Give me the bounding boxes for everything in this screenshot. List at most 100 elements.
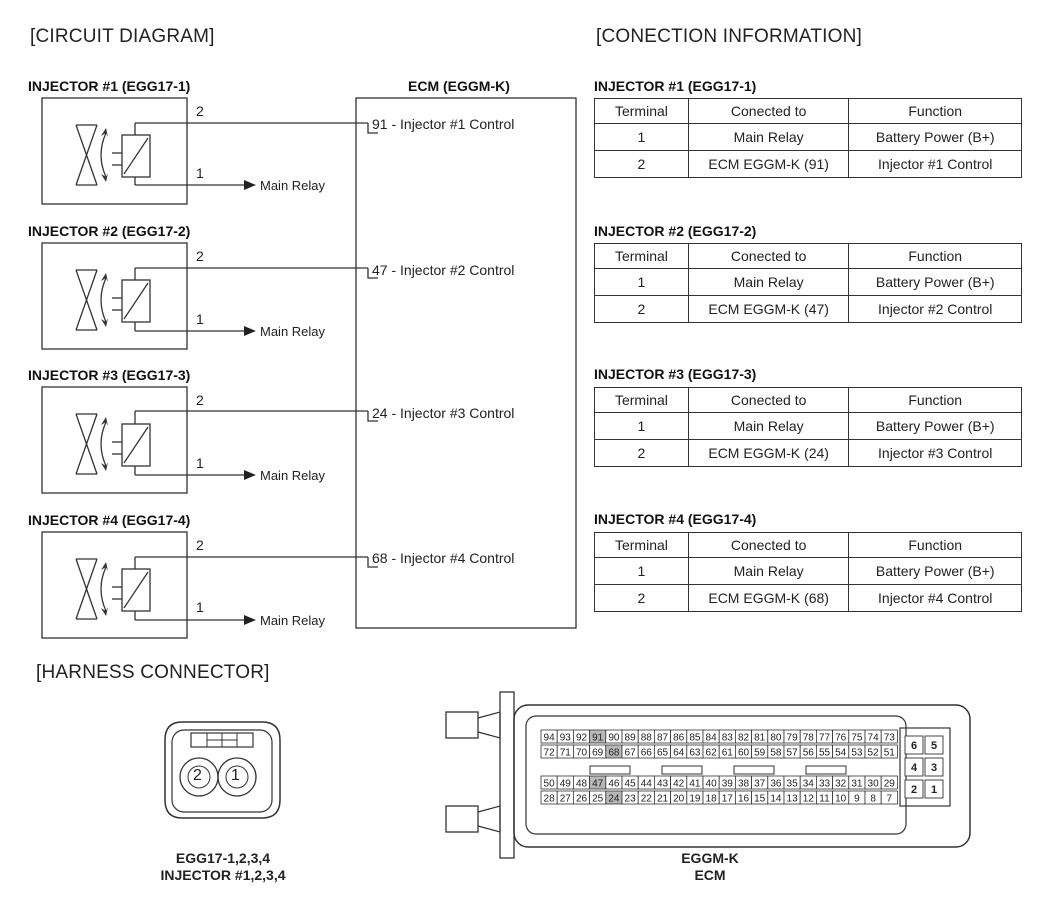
inj3-main-relay: Main Relay bbox=[260, 468, 326, 483]
ecm-pin-number: 55 bbox=[819, 748, 831, 759]
cell-connected-to: ECM EGGM-K (68) bbox=[687, 584, 850, 612]
ecm-pin-number: 91 bbox=[592, 733, 604, 744]
cell-function: Battery Power (B+) bbox=[848, 268, 1022, 296]
ecm-pin-number: 38 bbox=[738, 779, 750, 790]
ecm-pin-number: 61 bbox=[722, 748, 734, 759]
injector-2-title: INJECTOR #2 (EGG17-2) bbox=[28, 223, 191, 239]
ecm-pin-number: 50 bbox=[544, 779, 556, 790]
ecm-pin-number: 20 bbox=[673, 794, 685, 805]
inj4-pin-top: 2 bbox=[196, 537, 204, 553]
cell-function: Battery Power (B+) bbox=[848, 412, 1022, 440]
ecm-pin-number: 29 bbox=[884, 779, 896, 790]
ecm-pin-number: 18 bbox=[706, 794, 718, 805]
harness-pin-1: 1 bbox=[231, 767, 240, 784]
ecm-pin-number: 9 bbox=[854, 794, 860, 805]
ecm-label: ECM (EGGM-K) bbox=[408, 78, 510, 94]
ecm-pin-number: 36 bbox=[770, 779, 782, 790]
ecm-connector-name: ECM bbox=[694, 867, 726, 883]
ecm-pin-number: 79 bbox=[787, 733, 799, 744]
ecm-pin-number: 76 bbox=[835, 733, 847, 744]
ecm-pin-number: 40 bbox=[706, 779, 718, 790]
ecm-pin-number: 94 bbox=[544, 733, 556, 744]
header-function: Function bbox=[848, 387, 1022, 413]
ecm-pin-number: 59 bbox=[754, 748, 766, 759]
ecm-pin-number: 15 bbox=[754, 794, 766, 805]
ecm-side-pin-number: 3 bbox=[931, 762, 937, 774]
ecm-pin-number: 39 bbox=[722, 779, 734, 790]
inj1-pin-bottom: 1 bbox=[196, 165, 204, 181]
ecm-pin-number: 21 bbox=[657, 794, 669, 805]
ecm-pin-number: 90 bbox=[608, 733, 620, 744]
ecm-pin-number: 73 bbox=[884, 733, 896, 744]
ecm-pin-cell bbox=[880, 744, 898, 759]
connection-info-title: [CONECTION INFORMATION] bbox=[596, 26, 863, 47]
header-connected-to: Conected to bbox=[687, 532, 850, 558]
inj1-pin-top: 2 bbox=[196, 103, 204, 119]
ecm-pin-number: 30 bbox=[868, 779, 880, 790]
cell-connected-to: ECM EGGM-K (47) bbox=[687, 295, 850, 323]
header-terminal: Terminal bbox=[594, 98, 689, 124]
ecm-pin-number: 54 bbox=[835, 748, 847, 759]
ecm-pin-number: 7 bbox=[887, 794, 893, 805]
ecm-pin-number: 34 bbox=[803, 779, 815, 790]
ecm-pin-number: 17 bbox=[722, 794, 734, 805]
ecm-pin-number: 14 bbox=[770, 794, 782, 805]
header-function: Function bbox=[848, 98, 1022, 124]
ecm-pin-number: 26 bbox=[576, 794, 588, 805]
ecm-pin-number: 52 bbox=[868, 748, 880, 759]
ecm-pin-number: 10 bbox=[835, 794, 847, 805]
inj4-main-relay: Main Relay bbox=[260, 613, 326, 628]
ecm-pin-number: 87 bbox=[657, 733, 669, 744]
ecm-pin-number: 92 bbox=[576, 733, 588, 744]
injector-connector-code: EGG17-1,2,3,4 bbox=[175, 850, 271, 866]
header-terminal: Terminal bbox=[594, 243, 689, 269]
ecm-pin-number: 45 bbox=[625, 779, 637, 790]
ecm-pin-cell bbox=[880, 790, 898, 805]
ecm-pin-number: 82 bbox=[738, 733, 750, 744]
ecm-pin-number: 31 bbox=[851, 779, 863, 790]
header-terminal: Terminal bbox=[594, 532, 689, 558]
cell-function: Injector #3 Control bbox=[848, 439, 1022, 467]
ecm-pin-number: 62 bbox=[706, 748, 718, 759]
ecm-pin-number: 24 bbox=[608, 794, 620, 805]
ecm-pin-number: 57 bbox=[787, 748, 799, 759]
cell-function: Battery Power (B+) bbox=[848, 557, 1022, 585]
inj2-pin-bottom: 1 bbox=[196, 311, 204, 327]
ecm-pin-number: 32 bbox=[835, 779, 847, 790]
cell-connected-to: Main Relay bbox=[687, 557, 850, 585]
harness-pin-2: 2 bbox=[193, 767, 202, 784]
cell-terminal: 1 bbox=[594, 412, 689, 440]
ecm-pin-number: 68 bbox=[608, 748, 620, 759]
cell-function: Battery Power (B+) bbox=[848, 123, 1022, 151]
ecm-side-pin-cell bbox=[904, 779, 924, 799]
cell-terminal: 2 bbox=[594, 439, 689, 467]
ecm-pin-number: 46 bbox=[608, 779, 620, 790]
ecm-pin-number: 71 bbox=[560, 748, 572, 759]
ecm-side-pin-number: 6 bbox=[911, 740, 917, 752]
cell-connected-to: ECM EGGM-K (91) bbox=[687, 150, 850, 178]
ecm-side-pin-cell bbox=[924, 735, 944, 755]
cell-function: Injector #1 Control bbox=[848, 150, 1022, 178]
ecm-pin-number: 93 bbox=[560, 733, 572, 744]
ecm-pin-number: 41 bbox=[689, 779, 701, 790]
header-terminal: Terminal bbox=[594, 387, 689, 413]
ecm-pin-number: 83 bbox=[722, 733, 734, 744]
ecm-pin-number: 78 bbox=[803, 733, 815, 744]
inj3-pin-top: 2 bbox=[196, 392, 204, 408]
cell-connected-to: Main Relay bbox=[687, 412, 850, 440]
header-connected-to: Conected to bbox=[687, 243, 850, 269]
